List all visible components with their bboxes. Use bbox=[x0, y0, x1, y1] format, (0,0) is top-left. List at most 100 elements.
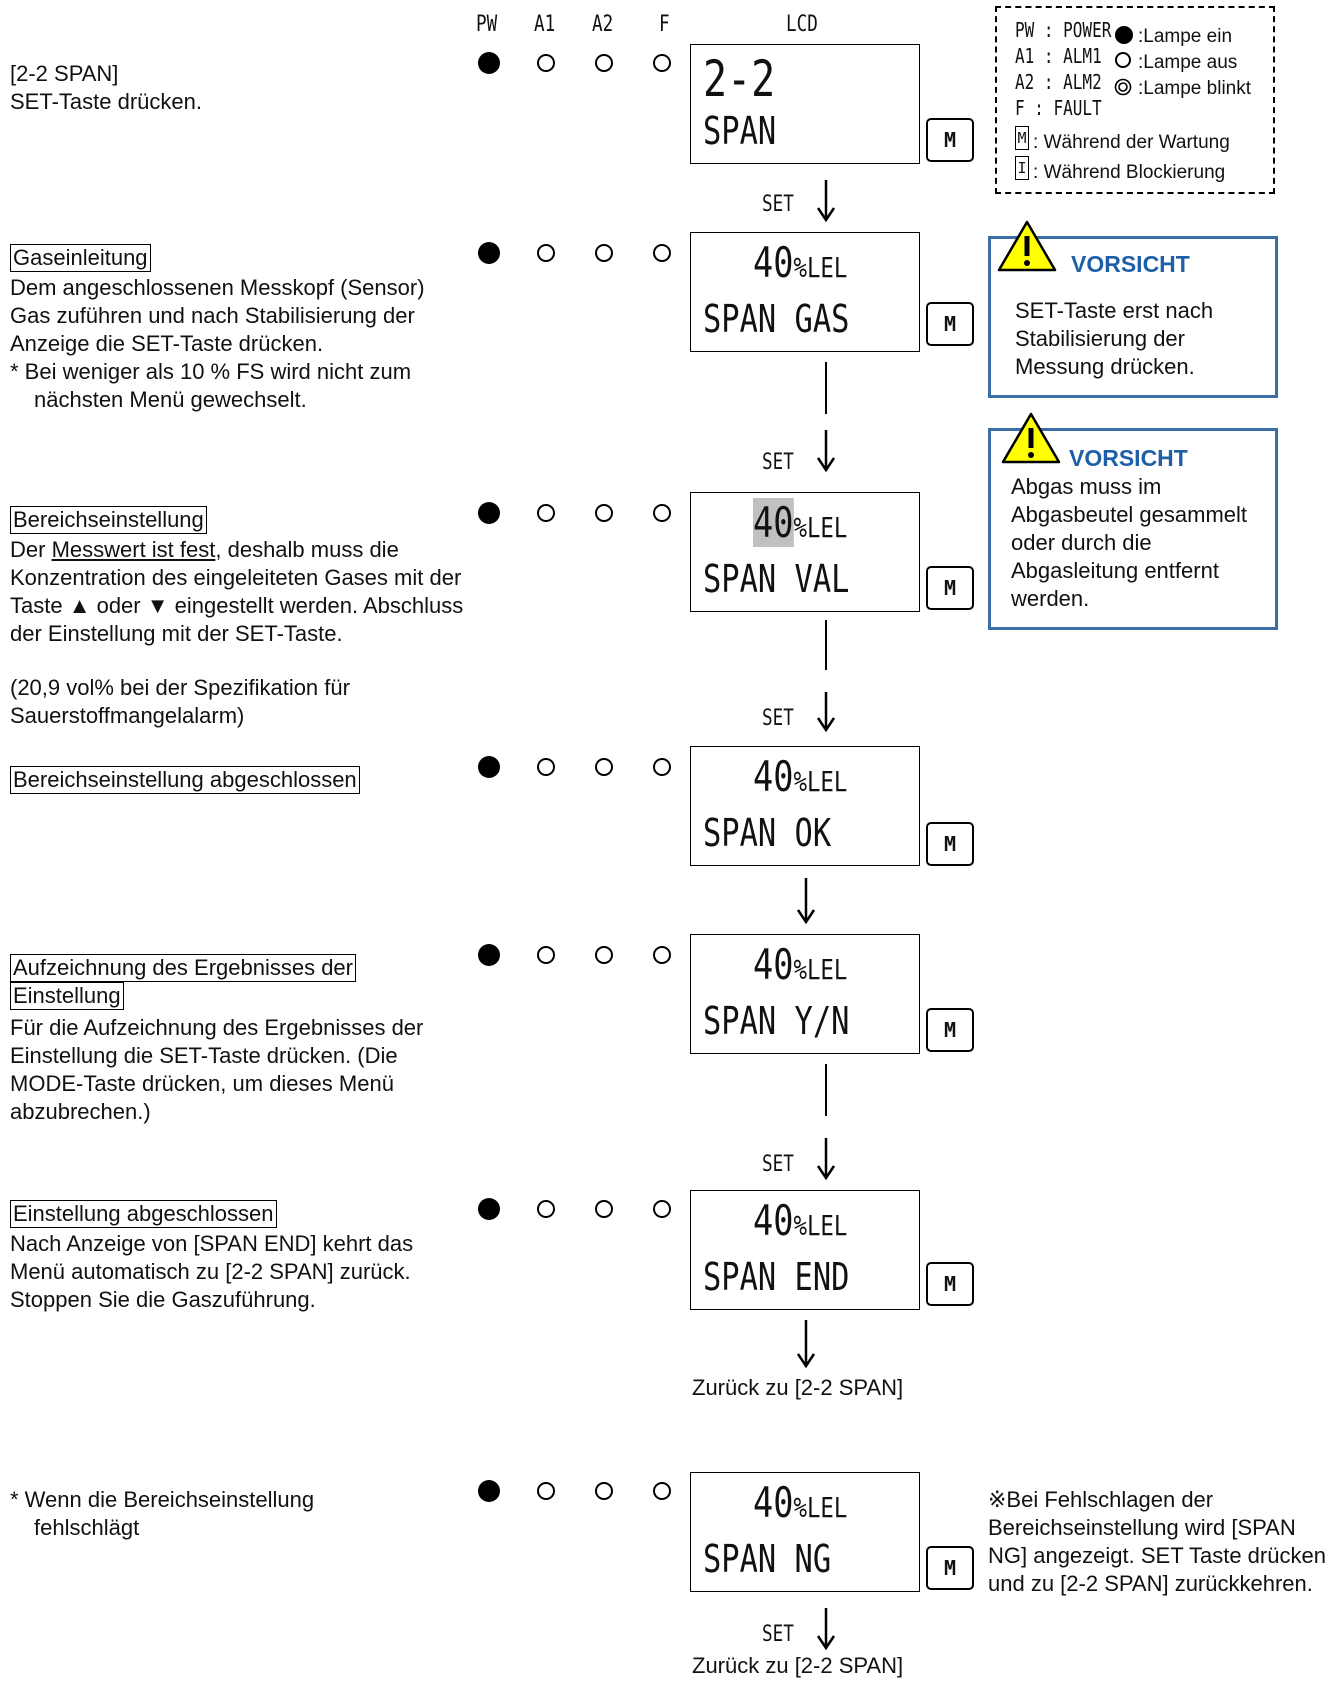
step2-lcd-value: 40%LEL bbox=[753, 238, 848, 287]
legend-inhibit: : Während Blockierung bbox=[1033, 162, 1226, 183]
step3-desc: Der Messwert ist fest, deshalb muss die … bbox=[10, 537, 464, 646]
step3-pw-lamp bbox=[478, 502, 500, 524]
maintenance-icon: M bbox=[1015, 126, 1029, 150]
legend-a2: A2 : ALM2 bbox=[1015, 70, 1102, 94]
lamp-on-icon bbox=[1115, 26, 1133, 44]
step3-lcd-blinking-value: 40 bbox=[753, 498, 794, 547]
step6-title-wrap: Einstellung abgeschlossen bbox=[10, 1200, 277, 1228]
mode-button[interactable]: M bbox=[926, 1262, 974, 1306]
step2-lcd-bottom: SPAN GAS bbox=[703, 297, 850, 341]
step4-title: Bereichseinstellung abgeschlossen bbox=[10, 766, 360, 794]
legend-maintenance: : Während der Wartung bbox=[1033, 132, 1230, 153]
step5-lcd: 40%LEL SPAN Y/N bbox=[690, 934, 920, 1054]
legend-lamp-off: :Lampe aus bbox=[1138, 52, 1238, 73]
step3-lcd-value: 40%LEL bbox=[753, 498, 848, 547]
step2-pw-lamp bbox=[478, 242, 500, 264]
step4-lcd: 40%LEL SPAN OK bbox=[690, 746, 920, 866]
legend-pw: PW : POWER bbox=[1015, 18, 1112, 42]
step5-lcd-value: 40%LEL bbox=[753, 940, 848, 989]
step1-a1-lamp bbox=[537, 54, 555, 72]
step7-a2-lamp bbox=[595, 1482, 613, 1500]
step6-pw-lamp bbox=[478, 1198, 500, 1220]
step5-title-line2: Einstellung bbox=[10, 982, 124, 1010]
set-label: SET bbox=[762, 450, 794, 475]
step4-pw-lamp bbox=[478, 756, 500, 778]
set-label: SET bbox=[762, 706, 794, 731]
step7-a1-lamp bbox=[537, 1482, 555, 1500]
header-pw: PW bbox=[476, 12, 498, 37]
step4-a2-lamp bbox=[595, 758, 613, 776]
mode-button[interactable]: M bbox=[926, 822, 974, 866]
step5-pw-lamp bbox=[478, 944, 500, 966]
down-arrow-icon bbox=[796, 1320, 816, 1369]
caution-1-title: VORSICHT bbox=[1071, 251, 1190, 277]
step1-title: [2-2 SPAN] bbox=[10, 61, 119, 86]
mode-button[interactable]: M bbox=[926, 302, 974, 346]
down-arrow-icon bbox=[816, 1064, 836, 1181]
lamp-blink-icon bbox=[1114, 78, 1132, 96]
legend-a1: A1 : ALM1 bbox=[1015, 44, 1102, 68]
step2-a1-lamp bbox=[537, 244, 555, 262]
step5-lcd-bottom: SPAN Y/N bbox=[703, 999, 850, 1043]
step6-a1-lamp bbox=[537, 1200, 555, 1218]
mode-button[interactable]: M bbox=[926, 118, 974, 162]
step1-desc: SET-Taste drücken. bbox=[10, 89, 202, 114]
step5-desc: Für die Aufzeichnung des Ergebnisses der… bbox=[10, 1015, 424, 1124]
header-lcd: LCD bbox=[786, 12, 818, 37]
inhibit-icon: I bbox=[1015, 156, 1029, 180]
step3-a1-lamp bbox=[537, 504, 555, 522]
step7-lcd-value: 40%LEL bbox=[753, 1478, 848, 1527]
header-f: F bbox=[659, 12, 670, 37]
step7-f-lamp bbox=[653, 1482, 671, 1500]
step6-a2-lamp bbox=[595, 1200, 613, 1218]
step6-lcd-value: 40%LEL bbox=[753, 1196, 848, 1245]
step3-lcd-bottom: SPAN VAL bbox=[703, 557, 850, 601]
step7-return: Zurück zu [2-2 SPAN] bbox=[692, 1653, 904, 1678]
step2-note: * Bei weniger als 10 % FS wird nicht zum… bbox=[10, 359, 412, 412]
legend-lamp-blink: :Lampe blinkt bbox=[1138, 78, 1252, 99]
lamp-off-icon bbox=[1115, 52, 1131, 68]
step7-note: * Wenn die Bereichseinstellung fehlschlä… bbox=[10, 1487, 315, 1540]
step6-f-lamp bbox=[653, 1200, 671, 1218]
caution-2-body: Abgas muss im Abgasbeutel gesammelt oder… bbox=[1011, 474, 1248, 611]
step3-f-lamp bbox=[653, 504, 671, 522]
mode-button[interactable]: M bbox=[926, 1008, 974, 1052]
step4-title-wrap: Bereichseinstellung abgeschlossen bbox=[10, 766, 360, 794]
header-a1: A1 bbox=[534, 12, 556, 37]
step5-title-line1: Aufzeichnung des Ergebnisses der bbox=[10, 954, 356, 982]
step5-f-lamp bbox=[653, 946, 671, 964]
step4-lcd-bottom: SPAN OK bbox=[703, 811, 832, 855]
step7-pw-lamp bbox=[478, 1480, 500, 1502]
down-arrow-icon bbox=[796, 878, 816, 925]
step7-side-note: ※Bei Fehlschlagen der Bereichseinstellun… bbox=[988, 1487, 1326, 1596]
step1-a2-lamp bbox=[595, 54, 613, 72]
step7-lcd: 40%LEL SPAN NG bbox=[690, 1472, 920, 1592]
mode-button[interactable]: M bbox=[926, 566, 974, 610]
step4-lcd-value: 40%LEL bbox=[753, 752, 848, 801]
header-a2: A2 bbox=[592, 12, 614, 37]
step5-a2-lamp bbox=[595, 946, 613, 964]
caution-1-body: SET-Taste erst nach Stabilisierung der M… bbox=[1015, 298, 1214, 379]
warning-icon bbox=[997, 220, 1057, 272]
step2-desc: Dem angeschlossenen Messkopf (Sensor) Ga… bbox=[10, 275, 425, 356]
legend-lamp-on: :Lampe ein bbox=[1138, 26, 1233, 47]
set-label: SET bbox=[762, 192, 794, 217]
step3-title-wrap: Bereichseinstellung bbox=[10, 506, 207, 534]
step2-title: Gaseinleitung bbox=[10, 244, 151, 272]
step2-title-wrap: Gaseinleitung bbox=[10, 244, 151, 272]
step3-lcd: 40%LEL SPAN VAL bbox=[690, 492, 920, 612]
step6-lcd: 40%LEL SPAN END bbox=[690, 1190, 920, 1310]
warning-icon bbox=[1001, 412, 1061, 464]
set-label: SET bbox=[762, 1622, 794, 1647]
caution-2-title: VORSICHT bbox=[1069, 445, 1188, 471]
step1-pw-lamp bbox=[478, 52, 500, 74]
step3-desc-extra: (20,9 vol% bei der Spezifikation für Sau… bbox=[10, 675, 350, 728]
set-label: SET bbox=[762, 1152, 794, 1177]
step6-desc: Nach Anzeige von [SPAN END] kehrt das Me… bbox=[10, 1231, 414, 1312]
legend-box: PW : POWER A1 : ALM1 A2 : ALM2 F : FAULT… bbox=[995, 6, 1275, 194]
mode-button[interactable]: M bbox=[926, 1546, 974, 1590]
down-arrow-icon bbox=[816, 362, 836, 473]
step1-lcd: 2-2 SPAN bbox=[690, 44, 920, 164]
step4-a1-lamp bbox=[537, 758, 555, 776]
legend-f: F : FAULT bbox=[1015, 96, 1102, 120]
